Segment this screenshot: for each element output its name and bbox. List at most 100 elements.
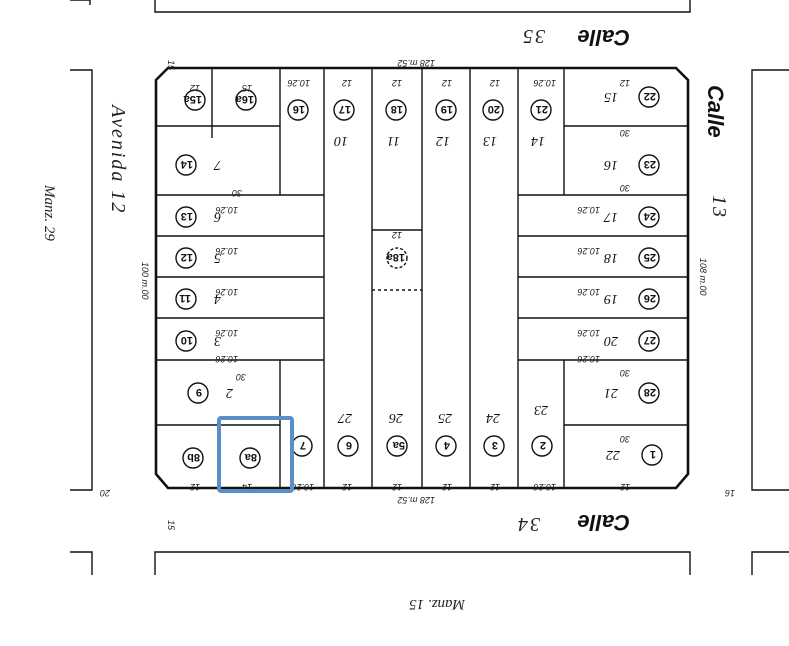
svg-text:9: 9: [196, 386, 202, 398]
svg-text:10.26: 10.26: [533, 482, 556, 492]
lot-circle-8a[interactable]: 8a: [239, 447, 261, 469]
lot-numbers-right: 16 17 18 19 20 21: [603, 157, 618, 400]
lot-circle-15a[interactable]: 15a: [183, 89, 206, 111]
lot-circle-23[interactable]: 23: [638, 154, 660, 176]
svg-text:4: 4: [443, 439, 450, 451]
svg-text:10.26: 10.26: [215, 328, 238, 338]
dim-left-height: 100 m.00: [140, 262, 150, 300]
lot-circle-5a[interactable]: 5a: [386, 435, 408, 457]
svg-text:16: 16: [725, 488, 735, 498]
svg-text:20: 20: [488, 103, 500, 115]
lot-circle-19[interactable]: 19: [435, 99, 457, 121]
svg-text:12: 12: [190, 482, 200, 492]
svg-text:26: 26: [644, 292, 656, 304]
svg-text:10.26: 10.26: [215, 205, 238, 215]
svg-text:30: 30: [620, 368, 630, 378]
lot-circle-1[interactable]: 1: [641, 444, 663, 466]
svg-text:19: 19: [441, 103, 453, 115]
svg-text:10.26: 10.26: [215, 246, 238, 256]
svg-text:Calle: Calle: [703, 85, 728, 138]
lot-circle-21[interactable]: 21: [530, 99, 552, 121]
svg-text:15a: 15a: [183, 93, 202, 105]
lot-circle-3[interactable]: 3: [483, 435, 505, 457]
lot-circle-11[interactable]: 11: [175, 288, 197, 310]
lot-circle-28[interactable]: 28: [638, 382, 660, 404]
svg-text:10.26: 10.26: [291, 482, 314, 492]
svg-text:19: 19: [604, 291, 618, 306]
street-number-right: 13: [708, 195, 730, 219]
svg-text:16a: 16a: [235, 93, 254, 105]
svg-text:20: 20: [604, 333, 618, 348]
svg-text:12: 12: [620, 78, 630, 88]
svg-text:10.26: 10.26: [577, 205, 600, 215]
svg-text:3: 3: [492, 439, 498, 451]
lot-circle-16[interactable]: 16: [287, 99, 309, 121]
lot-circle-8b[interactable]: 8b: [182, 447, 204, 469]
lot-circle-6[interactable]: 6: [337, 435, 359, 457]
lot-circle-12[interactable]: 12: [175, 247, 197, 269]
lot-circle-26[interactable]: 26: [638, 288, 660, 310]
svg-text:11: 11: [387, 133, 400, 148]
svg-text:15: 15: [604, 89, 618, 104]
street-number-bottom: 34: [516, 513, 541, 535]
svg-text:3: 3: [214, 333, 222, 348]
svg-text:15: 15: [166, 60, 176, 71]
lot-circle-18a[interactable]: 18a: [386, 247, 408, 269]
svg-text:25: 25: [438, 410, 452, 425]
svg-text:17: 17: [339, 103, 351, 115]
svg-text:28: 28: [644, 386, 656, 398]
svg-text:10.26: 10.26: [215, 354, 238, 364]
street-number-top: 35: [521, 25, 546, 47]
svg-text:12: 12: [490, 78, 500, 88]
svg-text:Avenida 12: Avenida 12: [107, 103, 129, 214]
svg-text:12: 12: [181, 251, 193, 263]
street-label-left: Avenida 12: [107, 103, 129, 214]
lot-circle-18[interactable]: 18: [385, 99, 407, 121]
lot-circle-17[interactable]: 17: [333, 99, 355, 121]
svg-text:Calle: Calle: [577, 510, 630, 535]
lot-circle-14[interactable]: 14: [175, 154, 197, 176]
lot-circle-20[interactable]: 20: [482, 99, 504, 121]
svg-text:5a: 5a: [392, 439, 405, 451]
lot-circle-13[interactable]: 13: [175, 206, 197, 228]
svg-text:16: 16: [604, 157, 618, 172]
svg-text:Calle: Calle: [577, 25, 630, 50]
svg-text:30: 30: [620, 128, 630, 138]
svg-text:10.26: 10.26: [577, 287, 600, 297]
svg-text:10: 10: [334, 133, 348, 148]
lot-circle-10[interactable]: 10: [175, 330, 197, 352]
svg-text:12: 12: [436, 133, 450, 148]
lot-circle-2[interactable]: 2: [531, 435, 553, 457]
svg-text:5: 5: [214, 250, 221, 265]
lot-circle-25[interactable]: 25: [638, 247, 660, 269]
svg-text:17: 17: [603, 209, 618, 224]
lot-circle-22[interactable]: 22: [638, 86, 660, 108]
svg-text:12: 12: [490, 482, 500, 492]
lot-circle-16a[interactable]: 16a: [235, 89, 257, 111]
lot-circle-27[interactable]: 27: [638, 330, 660, 352]
lot-circle-4[interactable]: 4: [435, 435, 457, 457]
svg-text:128 m.52: 128 m.52: [397, 58, 435, 68]
svg-text:2: 2: [540, 439, 546, 451]
dim-right-height: 108 m.00: [698, 258, 708, 296]
svg-text:12: 12: [342, 482, 352, 492]
lot-circle-24[interactable]: 24: [638, 206, 660, 228]
svg-text:14: 14: [180, 158, 193, 170]
svg-text:21: 21: [536, 103, 548, 115]
svg-text:2: 2: [226, 385, 233, 400]
dim-top-length: 128 m.52: [397, 58, 435, 68]
svg-text:13: 13: [181, 210, 193, 222]
lots-left-col: 14 13 12 11 10 9: [175, 154, 209, 404]
svg-text:10.26: 10.26: [577, 246, 600, 256]
highlight-box-lot-8a: [217, 416, 294, 493]
svg-text:10.26: 10.26: [577, 354, 600, 364]
svg-text:10.26: 10.26: [287, 78, 310, 88]
lots-top-row: 15a 16a 16 17 18 19 20 21 22: [183, 86, 660, 121]
lot-circle-9[interactable]: 9: [187, 382, 209, 404]
svg-text:7: 7: [213, 157, 221, 172]
svg-text:12: 12: [190, 83, 200, 93]
lot-circle-7[interactable]: 7: [291, 435, 313, 457]
dim-bottom-length: 128 m.52: [397, 495, 435, 505]
svg-text:34: 34: [516, 513, 541, 535]
misc-dimensions: 12 15 10.26 12 12 12 12 10.26 12 12 14 1…: [100, 60, 735, 531]
